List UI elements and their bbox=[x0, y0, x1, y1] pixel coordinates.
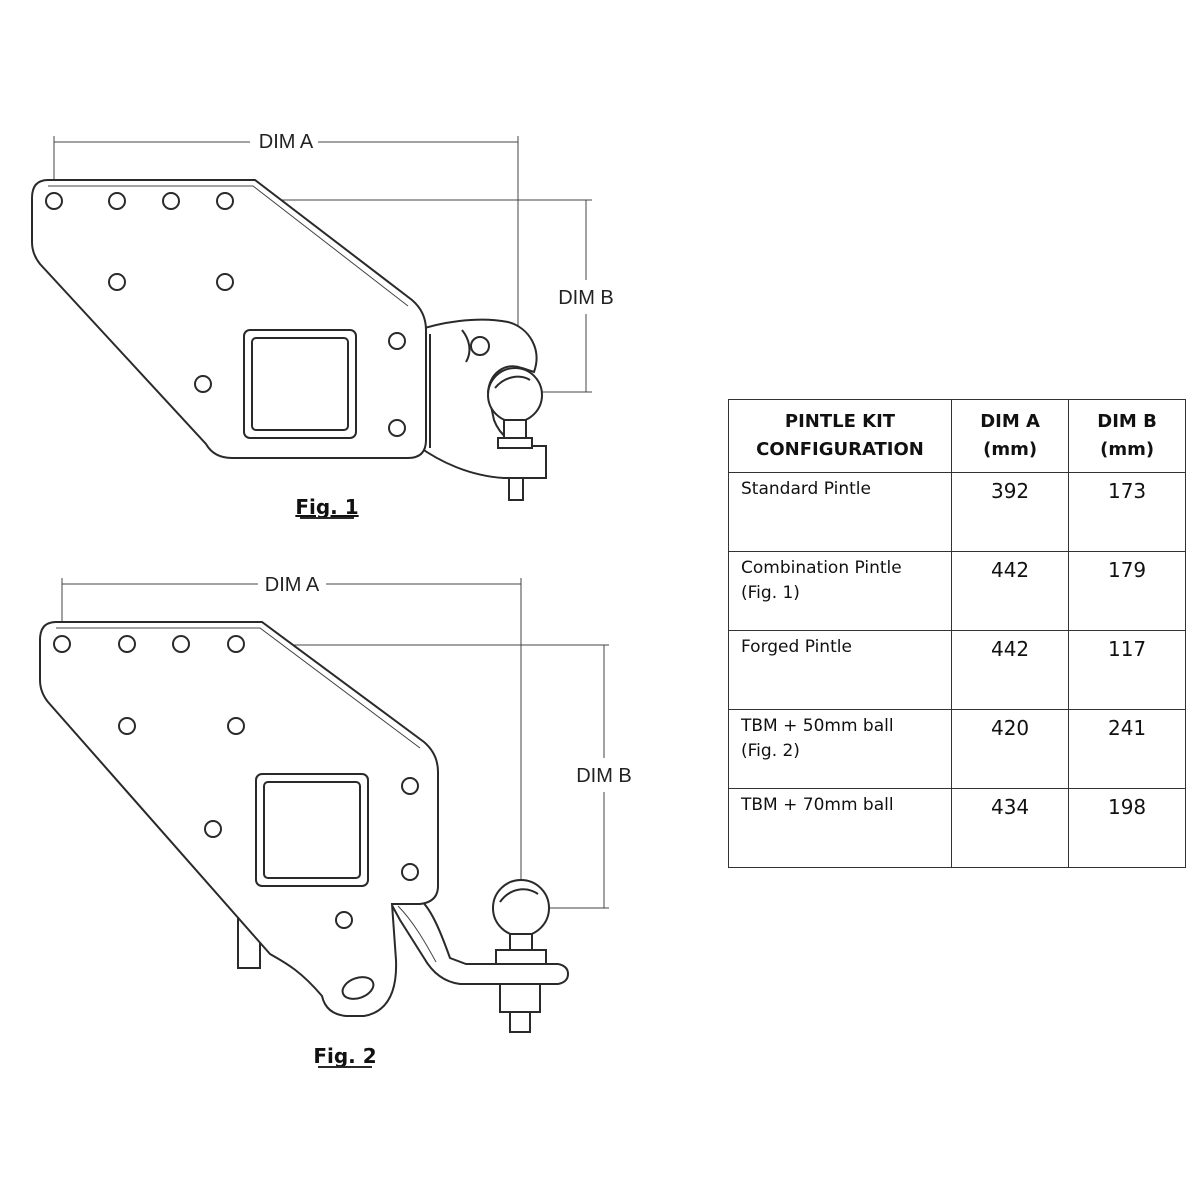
table-row: Standard Pintle 392 173 bbox=[728, 472, 1186, 552]
dim-a-cell: 420 bbox=[950, 709, 1070, 789]
config-cell: TBM + 70mm ball bbox=[728, 788, 952, 868]
figure-1: DIM A DIM B bbox=[31, 131, 614, 519]
dim-b-cell: 179 bbox=[1068, 551, 1186, 631]
table-row: Forged Pintle 442 117 bbox=[728, 630, 1186, 710]
fig2-receiver-tube bbox=[255, 773, 369, 887]
figure-2: DIM A DIM B bbox=[39, 574, 632, 1068]
fig2-dim-a: DIM A bbox=[61, 574, 522, 910]
fig1-dim-a-label: DIM A bbox=[259, 131, 314, 153]
config-cell: Forged Pintle bbox=[728, 630, 952, 710]
fig2-shackle-hole-icon bbox=[341, 976, 375, 1000]
fig1-dim-b: DIM B bbox=[240, 199, 614, 393]
fig2-ball-mount-tongue bbox=[386, 897, 570, 985]
config-cell: Combination Pintle (Fig. 1) bbox=[728, 551, 952, 631]
dim-b-cell: 241 bbox=[1068, 709, 1186, 789]
dim-b-cell: 173 bbox=[1068, 472, 1186, 552]
fig1-hook-pin-icon bbox=[470, 336, 490, 356]
header-dim-a: DIM A (mm) bbox=[950, 399, 1070, 473]
config-cell: TBM + 50mm ball (Fig. 2) bbox=[728, 709, 952, 789]
header-configuration: PINTLE KIT CONFIGURATION bbox=[728, 399, 952, 473]
config-cell: Standard Pintle bbox=[728, 472, 952, 552]
fig1-bolt-holes bbox=[45, 192, 406, 437]
fig2-bolt-holes bbox=[53, 635, 419, 929]
pintle-kit-table: PINTLE KIT CONFIGURATION DIM A (mm) DIM … bbox=[728, 399, 1186, 868]
header-dim-b: DIM B (mm) bbox=[1068, 399, 1186, 473]
fig1-dim-b-label: DIM B bbox=[558, 287, 614, 309]
table-row: TBM + 70mm ball 434 198 bbox=[728, 788, 1186, 868]
fig2-dim-b: DIM B bbox=[245, 644, 632, 909]
fig1-mounting-plate bbox=[31, 179, 427, 459]
dim-b-cell: 117 bbox=[1068, 630, 1186, 710]
fig1-caption: Fig. 1 bbox=[295, 495, 358, 519]
dim-a-cell: 442 bbox=[950, 630, 1070, 710]
dim-b-cell: 198 bbox=[1068, 788, 1186, 868]
dim-a-cell: 392 bbox=[950, 472, 1070, 552]
fig2-dim-b-label: DIM B bbox=[576, 765, 632, 787]
table-header-row: PINTLE KIT CONFIGURATION DIM A (mm) DIM … bbox=[728, 399, 1186, 473]
dim-a-cell: 434 bbox=[950, 788, 1070, 868]
table-row: TBM + 50mm ball (Fig. 2) 420 241 bbox=[728, 709, 1186, 789]
fig1-receiver-tube bbox=[243, 329, 357, 439]
table-row: Combination Pintle (Fig. 1) 442 179 bbox=[728, 551, 1186, 631]
dim-a-cell: 442 bbox=[950, 551, 1070, 631]
fig2-caption: Fig. 2 bbox=[313, 1044, 376, 1068]
fig1-pintle-hook bbox=[410, 318, 547, 479]
fig2-dim-a-label: DIM A bbox=[265, 574, 320, 596]
